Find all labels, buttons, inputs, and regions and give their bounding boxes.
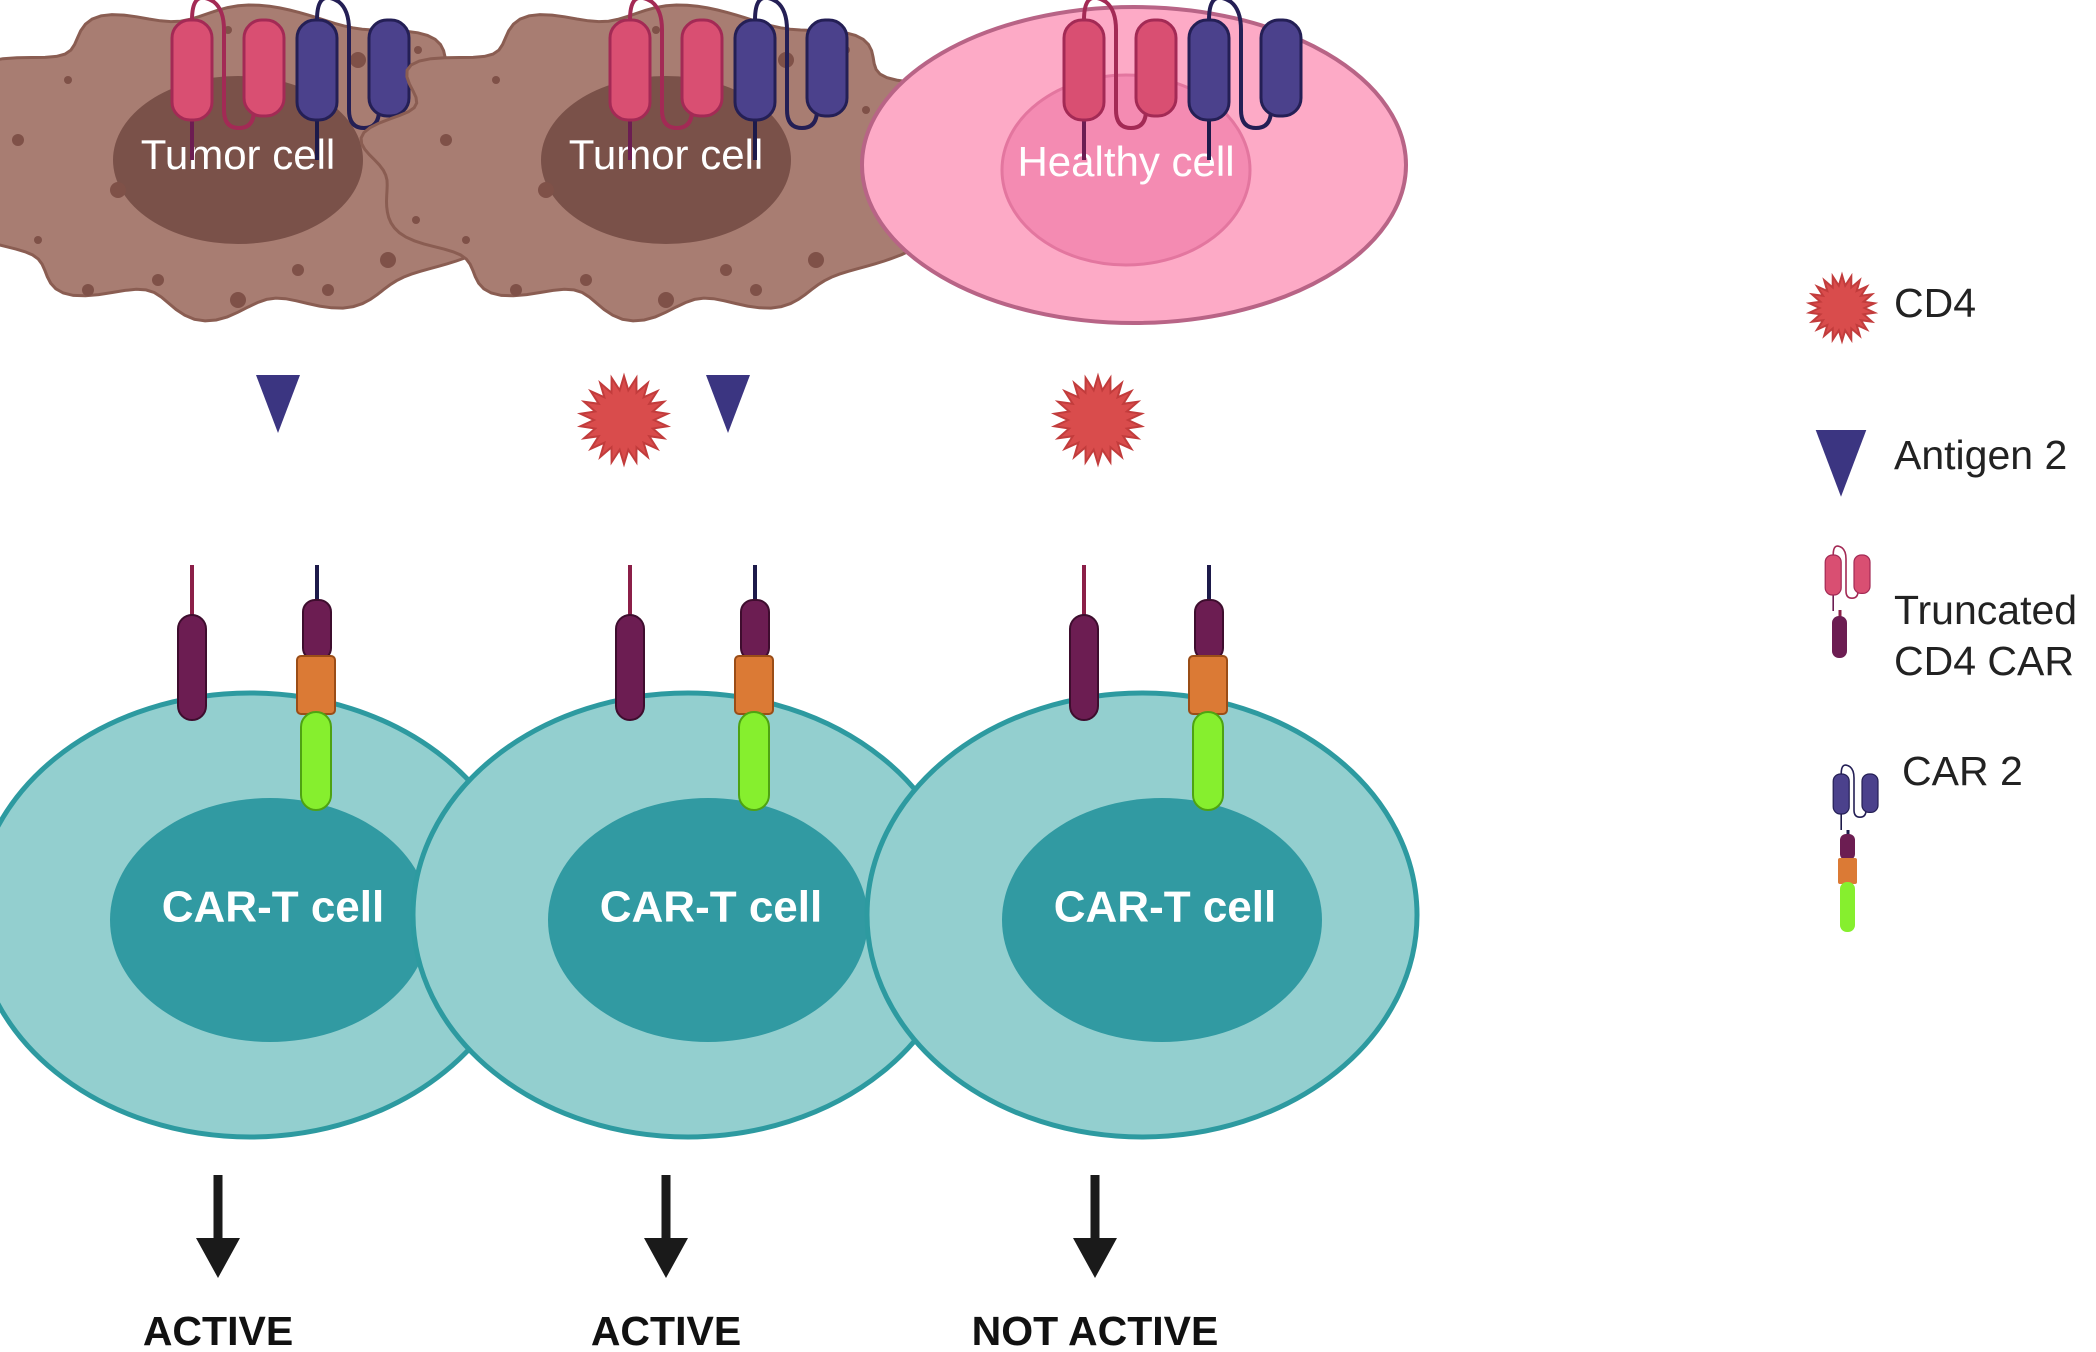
cd4-ligand bbox=[1050, 372, 1146, 468]
legend-cd4-label: CD4 bbox=[1894, 280, 1976, 326]
car-t-cell-nucleus bbox=[548, 798, 868, 1042]
cytoplasm-granule bbox=[538, 182, 554, 198]
truncated-cd4-car bbox=[170, 0, 286, 160]
cytoplasm-granule bbox=[808, 252, 824, 268]
down-arrow-icon bbox=[196, 1238, 240, 1278]
cytoplasm-granule bbox=[412, 216, 420, 224]
truncated-cd4-car bbox=[608, 0, 724, 160]
truncated-cd4-car bbox=[1062, 0, 1178, 160]
truncated-car-transmembrane bbox=[177, 614, 207, 721]
car-t-cell-label: CAR-T cell bbox=[1054, 883, 1276, 932]
legend-antigen2-label: Antigen 2 bbox=[1894, 432, 2067, 478]
cd4-ligand bbox=[576, 372, 672, 468]
cytoplasm-granule bbox=[580, 274, 592, 286]
car-t-cell-label: CAR-T cell bbox=[600, 883, 822, 932]
cytoplasm-granule bbox=[750, 284, 762, 296]
legend-truncated-line2: CD4 CAR bbox=[1894, 638, 2074, 684]
truncated-car-transmembrane bbox=[615, 614, 645, 721]
truncated-car-transmembrane bbox=[1069, 614, 1099, 721]
cytoplasm-granule bbox=[658, 292, 674, 308]
legend-car2-label: CAR 2 bbox=[1902, 748, 2023, 794]
tumor-cell-nucleus bbox=[113, 76, 363, 244]
car2-transmembrane bbox=[1194, 599, 1224, 661]
purple-receptor-icon bbox=[1832, 764, 1879, 932]
activation-status: ACTIVE bbox=[591, 1308, 741, 1352]
cytoplasm-granule bbox=[82, 284, 94, 296]
pink-receptor-icon bbox=[1824, 545, 1871, 658]
legend-truncated-line1: Truncated bbox=[1894, 587, 2077, 633]
car2-receptor bbox=[1187, 0, 1303, 160]
cytoplasm-granule bbox=[492, 76, 500, 84]
car2-transmembrane bbox=[302, 599, 332, 661]
cytoplasm-granule bbox=[440, 134, 452, 146]
car2-costimulatory-domain bbox=[1188, 655, 1228, 715]
cytoplasm-granule bbox=[230, 292, 246, 308]
car2-costimulatory-domain bbox=[734, 655, 774, 715]
cytoplasm-granule bbox=[292, 264, 304, 276]
cytoplasm-granule bbox=[34, 236, 42, 244]
car2-costimulatory-domain bbox=[296, 655, 336, 715]
cytoplasm-granule bbox=[152, 274, 164, 286]
cytoplasm-granule bbox=[862, 106, 870, 114]
car-t-cell-nucleus bbox=[110, 798, 430, 1042]
red-starburst-icon bbox=[1805, 271, 1879, 345]
cytoplasm-granule bbox=[462, 236, 470, 244]
car2-signaling-domain bbox=[1192, 711, 1224, 811]
target-cell-label: Tumor cell bbox=[569, 131, 763, 178]
car-t-cell-label: CAR-T cell bbox=[162, 883, 384, 932]
car-t-cell-nucleus bbox=[1002, 798, 1322, 1042]
cytoplasm-granule bbox=[64, 76, 72, 84]
cytoplasm-granule bbox=[380, 252, 396, 268]
cytoplasm-granule bbox=[110, 182, 126, 198]
cytoplasm-granule bbox=[510, 284, 522, 296]
cytoplasm-granule bbox=[652, 26, 660, 34]
activation-status: NOT ACTIVE bbox=[972, 1308, 1219, 1352]
cytoplasm-granule bbox=[350, 52, 366, 68]
car2-transmembrane bbox=[740, 599, 770, 661]
car2-receptor bbox=[733, 0, 849, 160]
cytoplasm-granule bbox=[322, 284, 334, 296]
antigen2-ligand bbox=[256, 375, 300, 433]
legend-car2-receptor bbox=[1832, 764, 1879, 831]
navy-triangle-icon bbox=[1815, 430, 1867, 497]
activation-status: ACTIVE bbox=[143, 1308, 293, 1352]
legend-truncated-receptor bbox=[1824, 545, 1871, 612]
car2-signaling-domain bbox=[738, 711, 770, 811]
down-arrow-icon bbox=[1073, 1238, 1117, 1278]
cytoplasm-granule bbox=[720, 264, 732, 276]
cytoplasm-granule bbox=[414, 46, 422, 54]
car2-signaling-domain bbox=[300, 711, 332, 811]
tumor-cell-nucleus bbox=[541, 76, 791, 244]
healthy-cell-nucleus bbox=[1000, 73, 1252, 267]
down-arrow-icon bbox=[644, 1238, 688, 1278]
target-cell-label: Tumor cell bbox=[141, 131, 335, 178]
target-cell-label: Healthy cell bbox=[1017, 138, 1234, 185]
cytoplasm-granule bbox=[12, 134, 24, 146]
antigen2-ligand bbox=[706, 375, 750, 433]
